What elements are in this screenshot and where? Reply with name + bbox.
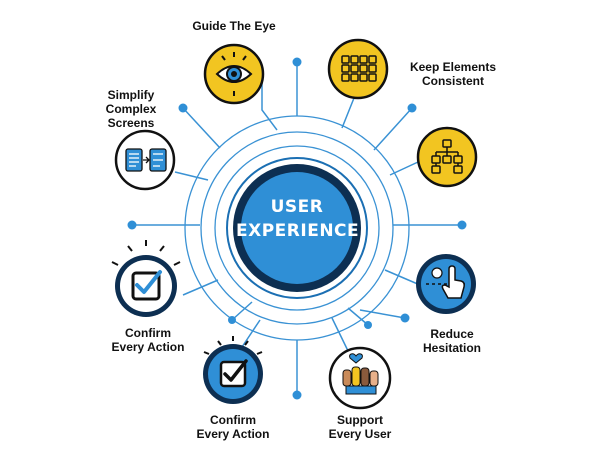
label-simplify-complex-screens: Simplify Complex Screens	[98, 88, 164, 130]
label-confirm-every-action-left: Confirm Every Action	[98, 326, 198, 354]
connectors	[132, 62, 462, 395]
node-confirm-every-action-bottom	[203, 336, 263, 404]
flowchart-icon	[431, 139, 463, 174]
center-title: USER EXPERIENCE	[236, 195, 360, 243]
center-title-line1: USER	[270, 197, 324, 217]
checkbox-icon-bottom	[219, 359, 248, 388]
center-hub	[233, 164, 361, 292]
connector-dots	[127, 57, 467, 400]
highlight-rays	[111, 240, 181, 266]
label-reduce-hesitation: Reduce Hesitation	[412, 327, 492, 355]
node-guide-the-eye	[203, 43, 265, 105]
label-simplify-line2: Complex	[105, 102, 157, 116]
label-confirm-bottom-line2: Every Action	[196, 427, 270, 441]
node-reduce-hesitation	[416, 254, 476, 314]
grid-icon	[341, 55, 377, 82]
node-simplify-complex-screens	[114, 129, 176, 191]
label-keep-elements-consistent: Keep Elements Consistent	[398, 60, 508, 88]
node-hierarchy	[416, 126, 478, 188]
label-confirm-every-action-bottom: Confirm Every Action	[183, 413, 283, 441]
label-support-line1: Support	[337, 413, 383, 427]
node-keep-elements-consistent	[327, 38, 389, 100]
label-guide-the-eye-text: Guide The Eye	[192, 19, 276, 33]
label-guide-the-eye: Guide The Eye	[176, 19, 292, 33]
label-reduce-line1: Reduce	[430, 327, 474, 341]
label-reduce-line2: Hesitation	[422, 341, 481, 355]
label-support-line2: Every User	[328, 427, 392, 441]
node-support-every-user	[328, 346, 392, 410]
raised-hands-icon	[342, 353, 379, 395]
center-title-line2: EXPERIENCE	[236, 221, 360, 241]
label-confirm-left-line1: Confirm	[125, 326, 171, 340]
checkbox-icon	[131, 270, 162, 301]
hand-pointer-icon	[426, 265, 466, 299]
label-keep-elements-line1: Keep Elements	[409, 60, 497, 74]
eye-icon	[215, 52, 253, 96]
highlight-rays-bottom	[203, 336, 263, 355]
label-simplify-line3: Screens	[107, 116, 155, 130]
label-keep-elements-line2: Consistent	[421, 74, 484, 88]
label-confirm-bottom-line1: Confirm	[210, 413, 256, 427]
screens-icon	[125, 148, 167, 172]
label-simplify-line1: Simplify	[107, 88, 155, 102]
label-confirm-left-line2: Every Action	[111, 340, 185, 354]
node-confirm-every-action-left	[111, 240, 181, 317]
label-support-every-user: Support Every User	[318, 413, 402, 441]
